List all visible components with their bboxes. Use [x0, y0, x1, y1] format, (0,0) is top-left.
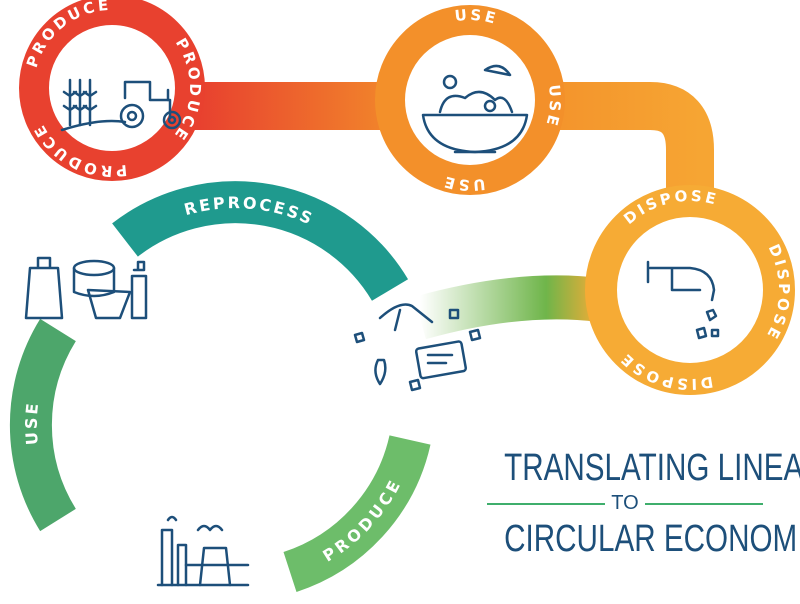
title-block: TRANSLATING LINEAR TO CIRCULAR ECONOMIES [470, 446, 800, 561]
connector-dispose-loop [414, 275, 603, 340]
title-line-2: CIRCULAR ECONOMIES [504, 518, 800, 560]
use-arc [9, 318, 77, 532]
tractor-crops-icon [60, 78, 182, 132]
title-connector: TO [470, 492, 780, 515]
connector-use-dispose [470, 82, 714, 200]
svg-text:USE: USE [440, 172, 486, 194]
use-ring-label-3: USE [440, 172, 483, 194]
produce-stage: PRODUCE PRODUCE PRODUCE [19, 0, 205, 181]
arrow-left-icon [644, 502, 763, 505]
use-arc-label: USE [22, 400, 40, 446]
circular-loop: REPROCESS USE PRODUCE [9, 181, 431, 592]
factory-icon [156, 515, 250, 587]
svg-text:USE: USE [22, 400, 43, 446]
use-stage: USE USE USE [375, 5, 565, 195]
salad-bowl-icon [421, 64, 529, 154]
use-ring-label-2: USE [542, 84, 561, 130]
arrow-right-icon [487, 502, 606, 505]
produce-arc [283, 434, 431, 592]
recyclables-icon [24, 256, 148, 320]
dispose-stage: DISPOSE DISPOSE DISPOSE [585, 185, 795, 395]
title-line-1: TRANSLATING LINEAR [504, 447, 800, 489]
svg-text:USE: USE [542, 84, 564, 130]
reprocess-arc [112, 181, 409, 302]
waste-items-icon [353, 303, 482, 392]
title-to: TO [611, 492, 639, 514]
hand-dropping-icon [646, 260, 720, 340]
